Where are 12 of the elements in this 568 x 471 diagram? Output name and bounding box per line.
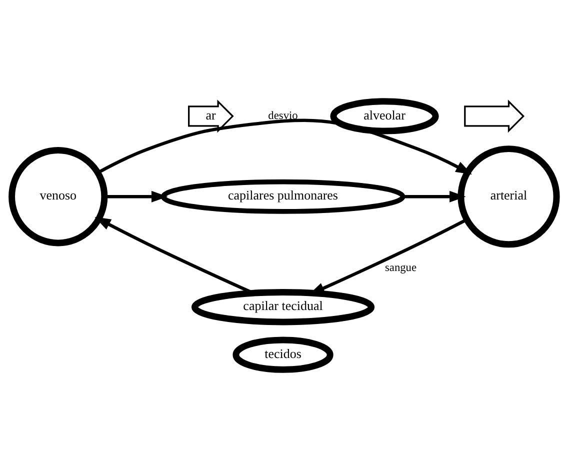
edge-label: desvio <box>268 110 298 122</box>
arrow <box>97 118 472 175</box>
arrow <box>104 190 168 202</box>
node-ellipse: tecidos <box>232 336 334 373</box>
node-circle: venoso <box>8 147 108 246</box>
edge-label: sangue <box>384 262 417 274</box>
node-arrow <box>464 100 524 133</box>
node-ellipse: alveolar <box>330 98 439 134</box>
node-ellipse: capilar tecidual <box>191 289 375 326</box>
node-circle: arterial <box>458 146 560 248</box>
arrow <box>403 190 466 202</box>
node-ellipse: capilares pulmonares <box>160 179 406 214</box>
